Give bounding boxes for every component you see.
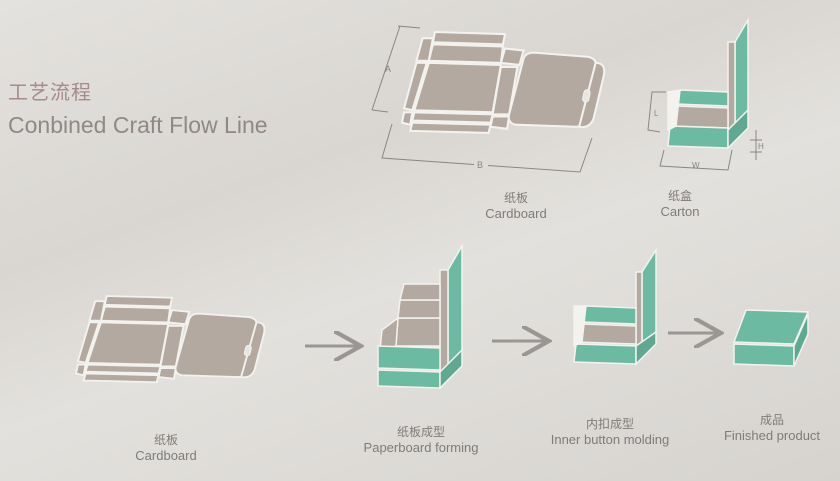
dimension-a: A (385, 64, 391, 74)
title-english: Conbined Craft Flow Line (8, 112, 268, 138)
label-cn: 纸盒 (667, 189, 692, 203)
top-cardboard-net: A B (371, 25, 606, 173)
dimension-w: W (692, 161, 700, 170)
label-en: Cardboard (135, 448, 197, 463)
title-chinese: 工艺流程 (8, 82, 92, 104)
label-en: Carton (660, 204, 700, 219)
dimension-l: L (654, 109, 659, 118)
step-inner-button-molding (573, 247, 657, 366)
top-carton: L W H (647, 17, 764, 171)
label-top-carton: 纸盒 Carton (660, 188, 699, 220)
label-en: Inner button molding (550, 432, 670, 447)
dimension-b: B (477, 160, 483, 170)
label-cn: 成品 (759, 413, 784, 427)
label-step-paperboard-forming: 纸板成型 Paperboard forming (364, 424, 479, 456)
label-cn: 纸板成型 (396, 425, 445, 439)
label-en: Cardboard (485, 206, 547, 221)
label-step-inner-button-molding: 内扣成型 Inner button molding (551, 416, 670, 448)
label-step-cardboard: 纸板 Cardboard (135, 432, 196, 464)
step-finished-product (732, 309, 810, 367)
step-cardboard-net (75, 295, 266, 384)
label-step-finished-product: 成品 Finished product (724, 412, 820, 444)
label-cn: 纸板 (503, 191, 528, 205)
label-cn: 内扣成型 (585, 417, 634, 431)
label-en: Paperboard forming (363, 440, 479, 455)
label-cn: 纸板 (153, 433, 178, 447)
label-en: Finished product (723, 428, 821, 443)
step-paperboard-forming (377, 243, 463, 390)
label-top-cardboard: 纸板 Cardboard (485, 190, 546, 222)
dimension-h: H (758, 142, 764, 151)
